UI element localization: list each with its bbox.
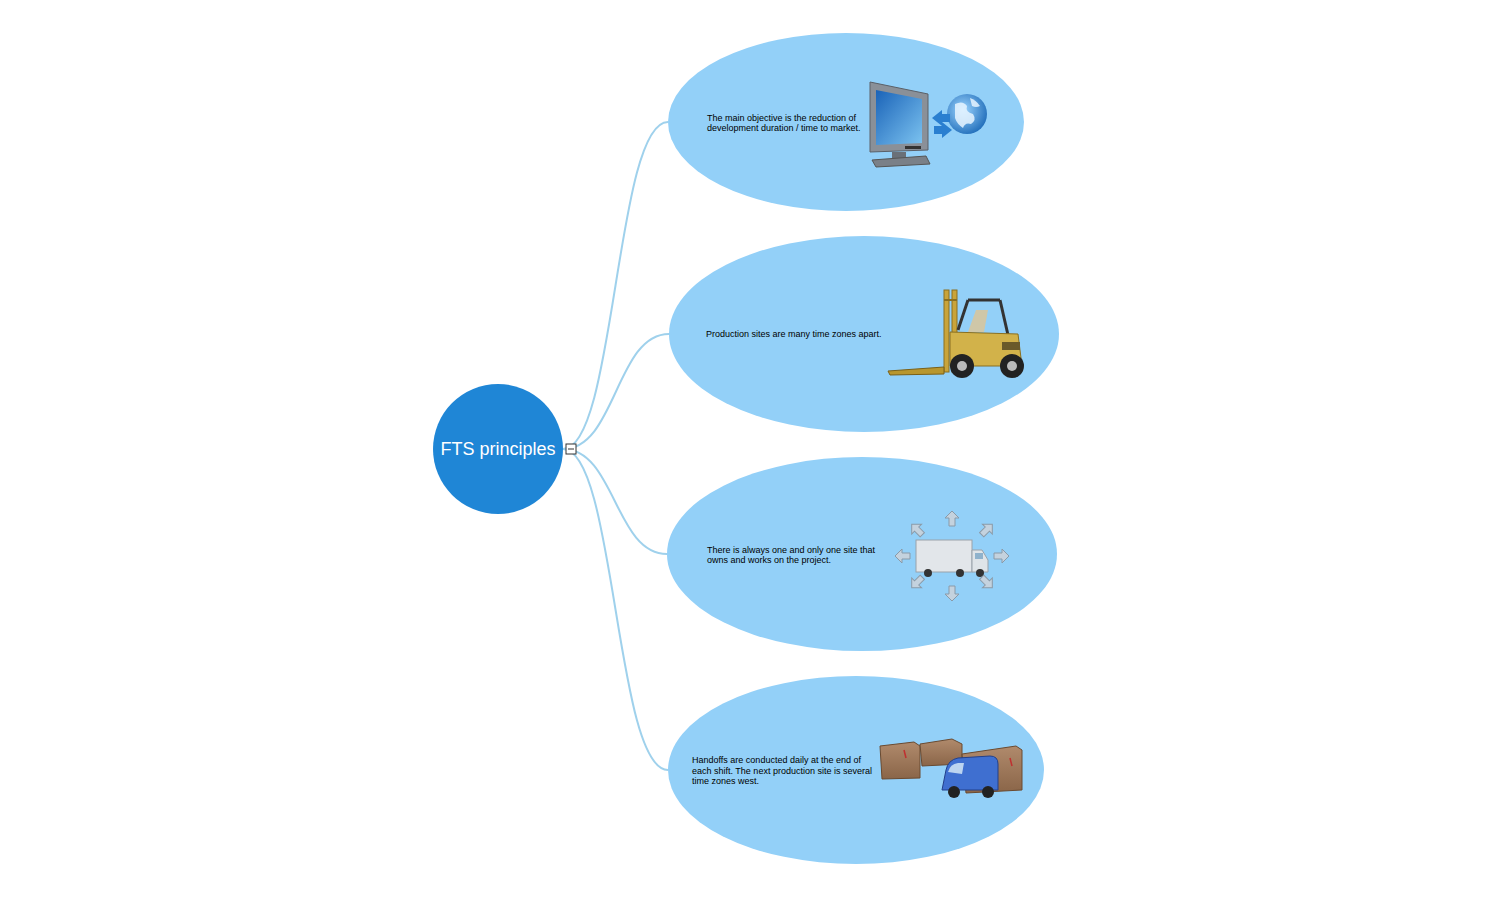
monitor-icon (870, 82, 930, 167)
cargo-boxes (880, 739, 1022, 793)
principle-text: Production sites are many time zones apa… (706, 329, 896, 339)
topic-label: FTS principles (433, 439, 563, 460)
principle-text: Handoffs are conducted daily at the end … (692, 755, 874, 786)
principle-text: The main objective is the reduction of d… (707, 113, 877, 134)
collapse-toggle (566, 444, 576, 454)
branch-connector (563, 122, 668, 449)
branch-connector (563, 334, 669, 449)
principle-ellipse: There is always one and only one site th… (667, 457, 1057, 651)
branch-connector (563, 449, 668, 770)
principle-text: There is always one and only one site th… (707, 545, 879, 566)
globe-icon (932, 94, 987, 138)
branch-connector (563, 449, 667, 554)
topic-circle: FTS principles (433, 384, 563, 514)
principle-ellipse: Handoffs are conducted daily at the end … (668, 676, 1044, 864)
truck-icon (916, 540, 988, 577)
direction-arrows (895, 511, 1009, 601)
principle-ellipse: The main objective is the reduction of d… (668, 33, 1024, 211)
principle-ellipse: Production sites are many time zones apa… (669, 236, 1059, 432)
van-icon (942, 756, 998, 798)
forklift-icon (888, 290, 1024, 378)
